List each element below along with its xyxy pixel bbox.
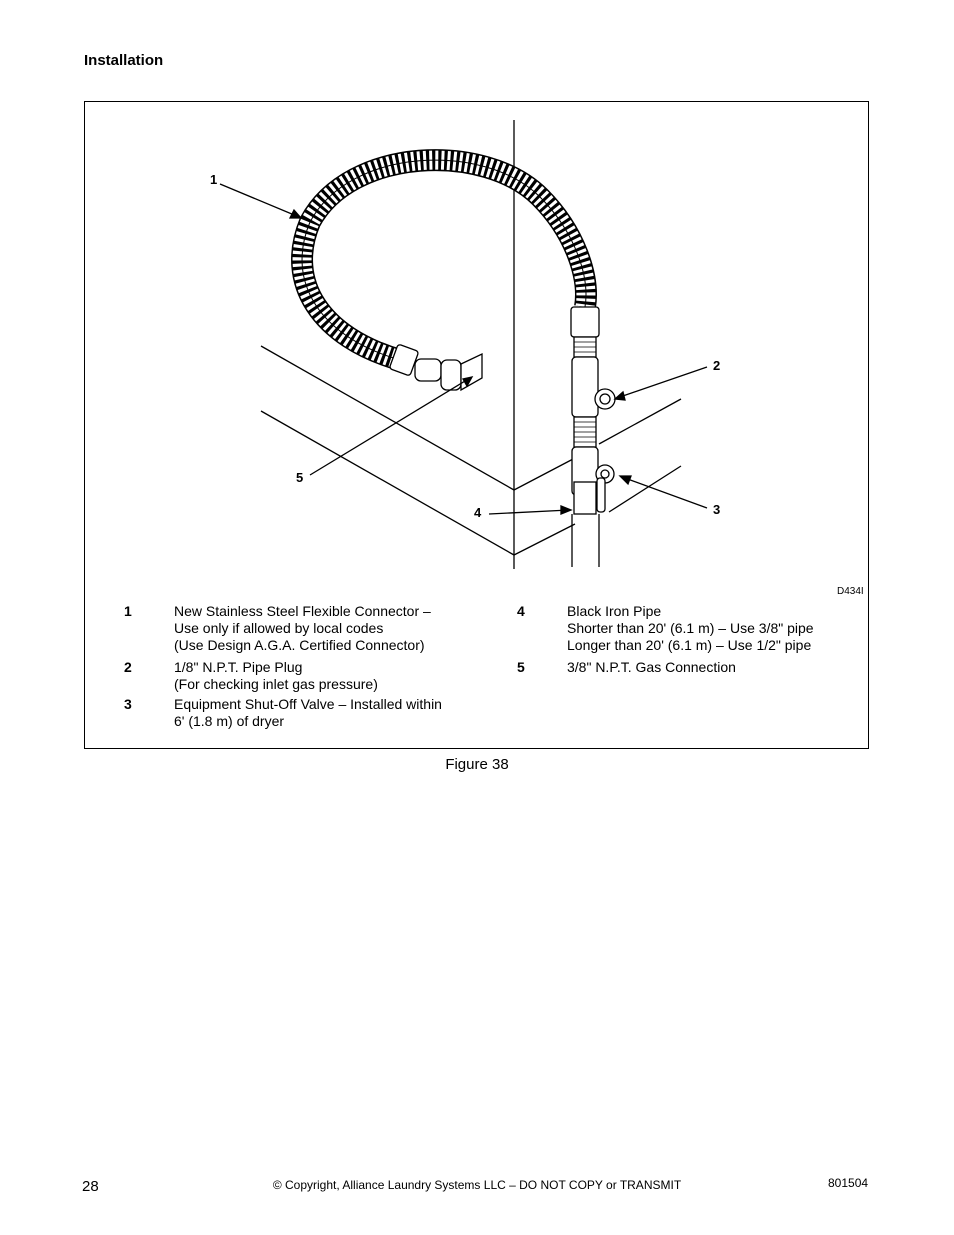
legend-description: New Stainless Steel Flexible Connector –… bbox=[174, 603, 431, 654]
legend-description: 1/8" N.P.T. Pipe Plug (For checking inle… bbox=[174, 659, 378, 693]
legend-description: 3/8" N.P.T. Gas Connection bbox=[567, 659, 736, 676]
legend-line: 3/8" N.P.T. Gas Connection bbox=[567, 659, 736, 675]
page-number: 28 bbox=[82, 1178, 99, 1195]
copyright-notice: © Copyright, Alliance Laundry Systems LL… bbox=[272, 1178, 682, 1192]
legend-number: 3 bbox=[124, 696, 132, 712]
section-heading: Installation bbox=[84, 52, 164, 69]
callout-1: 1 bbox=[210, 172, 218, 187]
legend-line: Equipment Shut-Off Valve – Installed wit… bbox=[174, 696, 442, 712]
gas-connection-illustration bbox=[219, 120, 708, 569]
legend-number: 1 bbox=[124, 603, 132, 619]
legend-number: 5 bbox=[517, 659, 525, 675]
legend-line: 1/8" N.P.T. Pipe Plug bbox=[174, 659, 303, 675]
callout-4: 4 bbox=[474, 505, 482, 520]
legend-description: Equipment Shut-Off Valve – Installed wit… bbox=[174, 696, 442, 730]
legend-line: 6' (1.8 m) of dryer bbox=[174, 713, 285, 729]
drawing-code: D434I bbox=[837, 586, 864, 597]
callout-5: 5 bbox=[296, 470, 304, 485]
legend-number: 2 bbox=[124, 659, 132, 675]
legend-description: Black Iron Pipe Shorter than 20' (6.1 m)… bbox=[567, 603, 814, 654]
legend-line: (Use Design A.G.A. Certified Connector) bbox=[174, 637, 425, 653]
legend-line: (For checking inlet gas pressure) bbox=[174, 676, 378, 692]
legend-line: New Stainless Steel Flexible Connector – bbox=[174, 603, 431, 619]
figure-box: 1 2 3 4 5 D434I 1 New Stainless Steel Fl… bbox=[84, 101, 869, 749]
callout-3: 3 bbox=[713, 502, 721, 517]
legend-line: Shorter than 20' (6.1 m) – Use 3/8" pipe bbox=[567, 620, 814, 636]
legend-line: Use only if allowed by local codes bbox=[174, 620, 384, 636]
legend-line: Black Iron Pipe bbox=[567, 603, 662, 619]
legend-number: 4 bbox=[517, 603, 525, 619]
legend-line: Longer than 20' (6.1 m) – Use 1/2" pipe bbox=[567, 637, 812, 653]
figure-caption: Figure 38 bbox=[445, 756, 509, 773]
callout-2: 2 bbox=[713, 358, 721, 373]
document-number: 801504 bbox=[828, 1176, 869, 1190]
